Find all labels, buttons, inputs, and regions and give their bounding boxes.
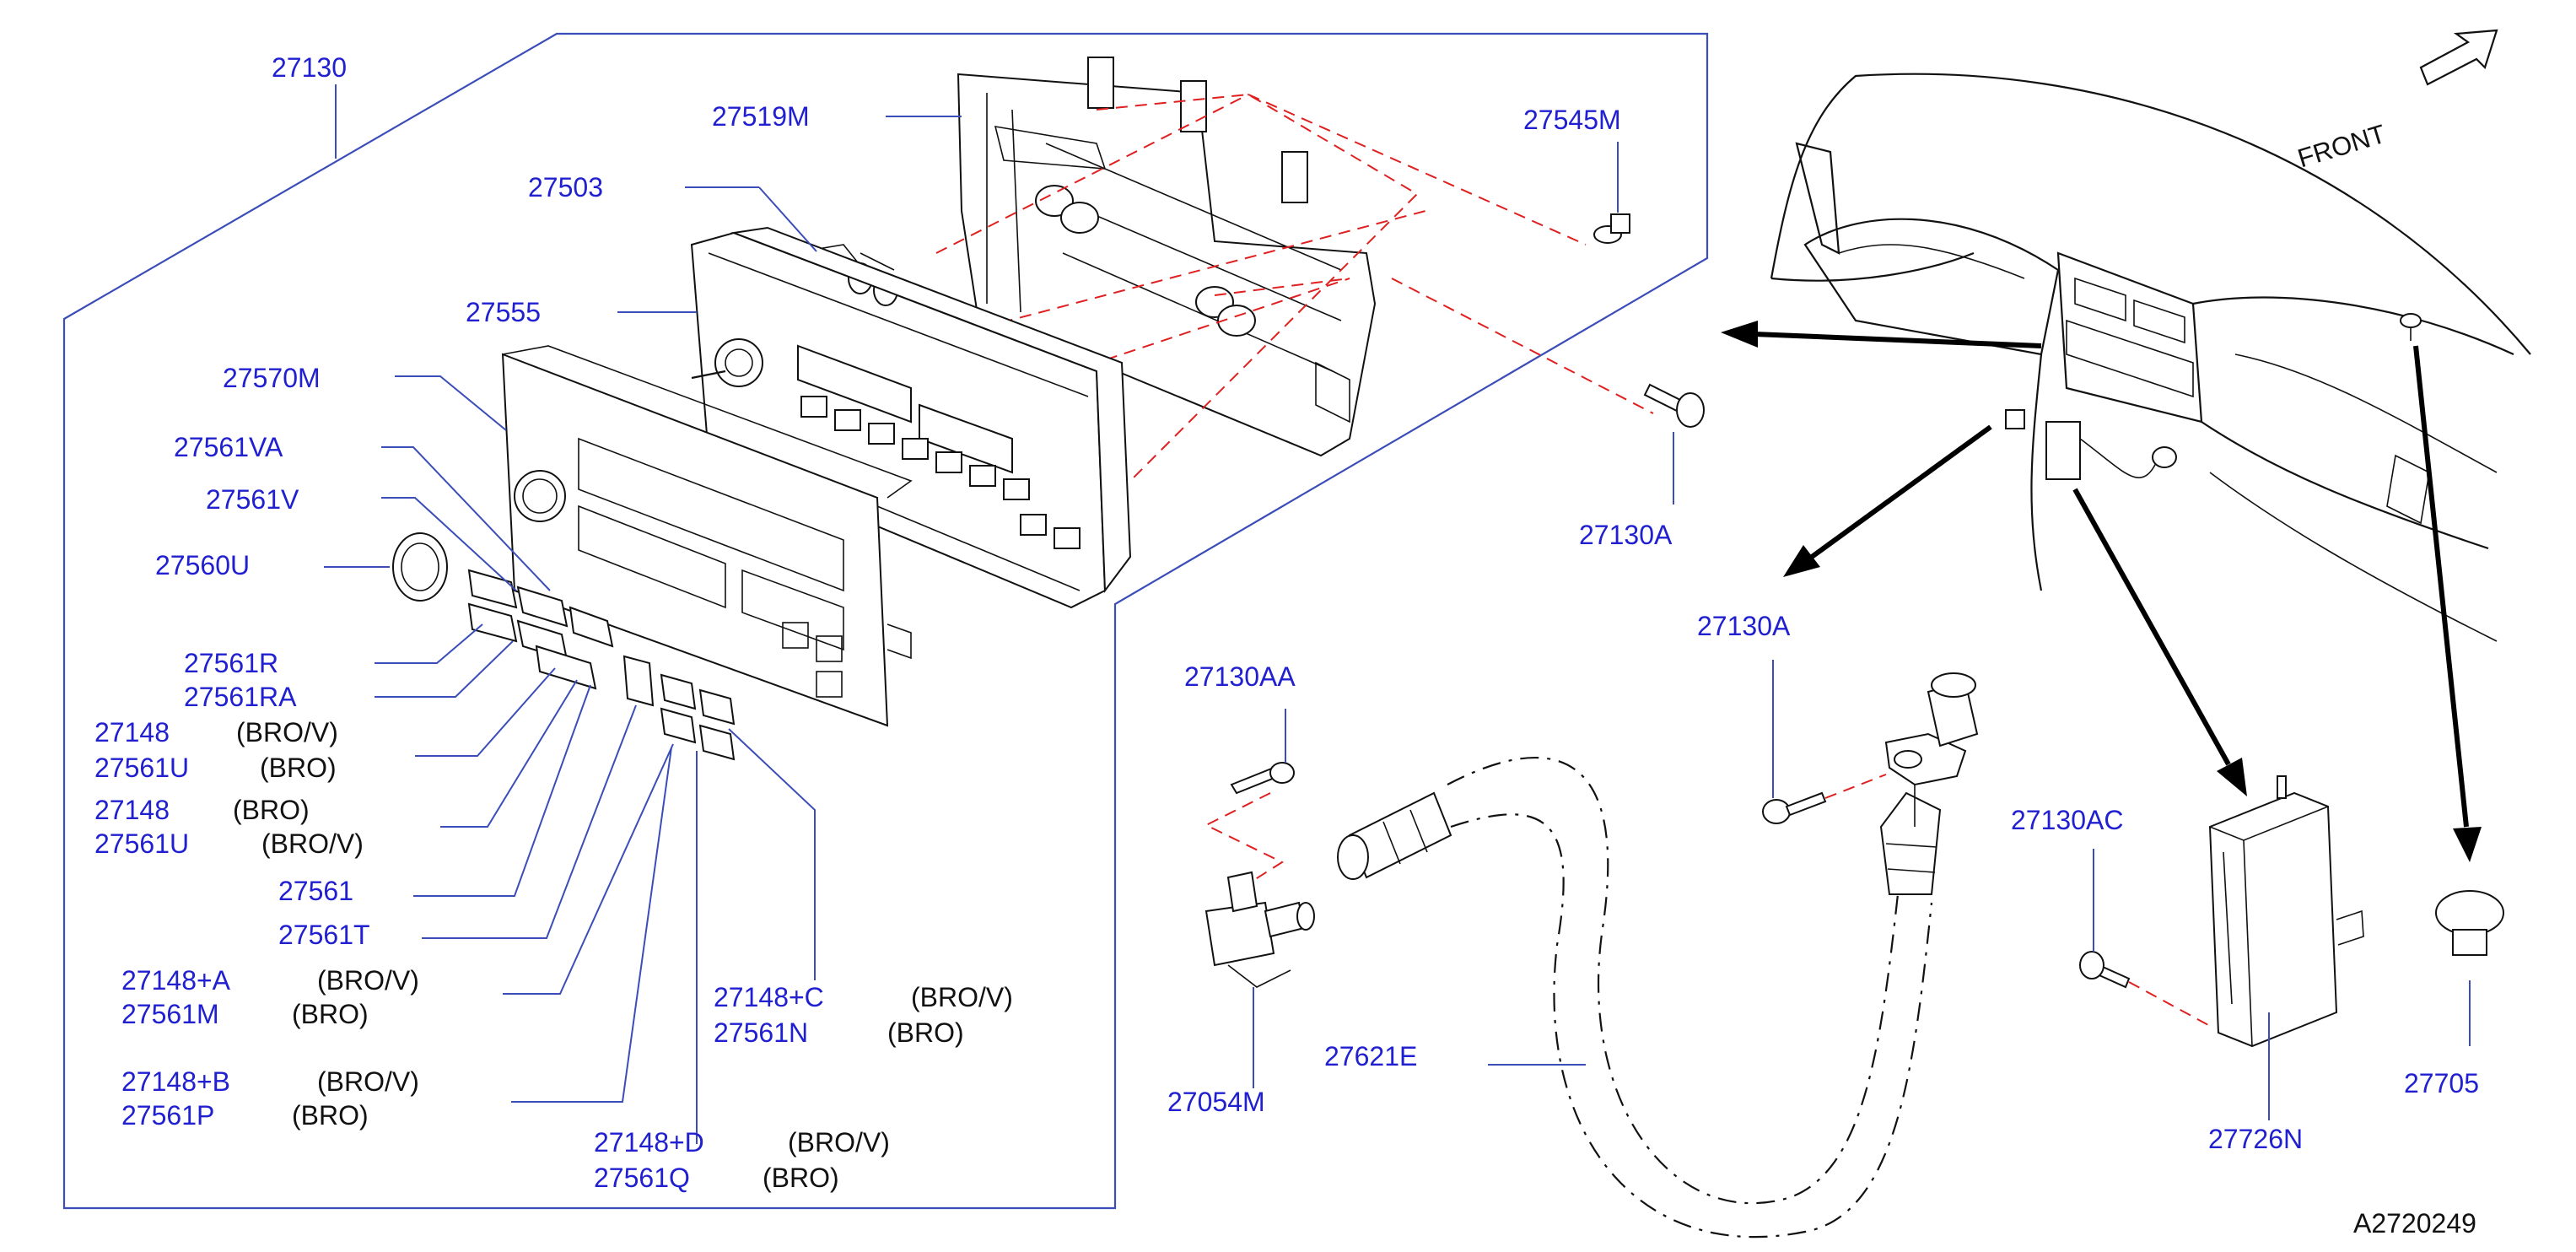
part-label-27561N[interactable]: 27561N [714,1019,808,1046]
control-unit-drawing [2079,775,2364,1048]
part-number: 27561N [714,1017,809,1048]
screw-27545M-drawing [1593,213,1630,244]
front-direction-arrow [2419,29,2498,86]
part-label-27570M[interactable]: 27570M [223,364,321,391]
part-number: 27148+D [594,1127,704,1158]
part-number: 27561U [94,753,190,783]
part-number: 27545M [1523,105,1621,135]
part-note: (BRO/V) [317,965,419,996]
part-label-27561VA[interactable]: 27561VA [174,434,283,461]
part-label-27054M[interactable]: 27054M [1167,1088,1265,1115]
part-number: 27570M [223,363,321,393]
part-label-27561M[interactable]: 27561M [121,1001,219,1028]
part-label-27148-bro[interactable]: 27148 [94,796,170,823]
part-number: 27054M [1167,1087,1265,1117]
part-number: 27705 [2404,1068,2479,1098]
part-note: (BRO) [887,1017,964,1048]
part-number: 27561P [121,1100,215,1131]
part-label-27561[interactable]: 27561 [278,877,353,904]
part-label-27621E[interactable]: 27621E [1324,1043,1417,1070]
part-number: 27130AC [2011,805,2124,835]
part-label-27726N[interactable]: 27726N [2208,1125,2303,1152]
part-note: (BRO) [292,999,369,1029]
part-note: (BRO/V) [317,1066,419,1097]
leader-27570M [395,375,507,431]
part-label-27561U-bro[interactable]: 27561U [94,754,189,781]
part-note: (BRO/V) [911,982,1013,1012]
part-number: 27561T [278,920,370,950]
part-number: 27561V [206,484,299,515]
part-note: (BRO) [233,795,310,825]
part-label-27560U[interactable]: 27560U [155,552,250,579]
part-label-27561V[interactable]: 27561V [206,486,299,513]
clip-27705-drawing [2435,890,2504,956]
part-label-27561R[interactable]: 27561R [184,650,278,677]
assembly-group-box [62,32,1709,1210]
part-number: 27561U [94,828,190,859]
part-label-27130[interactable]: 27130 [272,54,347,81]
part-note: (BRO) [260,753,337,783]
part-number: 27621E [1324,1041,1418,1071]
part-label-27148-b[interactable]: 27148+B [121,1068,230,1095]
part-label-27148-c[interactable]: 27148+C [714,984,824,1011]
part-number: 27130A [1579,520,1673,550]
location-arrows [1721,321,2482,862]
part-note: (BRO/V) [788,1127,890,1158]
part-number: 27726N [2208,1124,2304,1154]
part-number: 27561VA [174,432,283,462]
part-note: (BRO/V) [236,717,338,747]
control-panel-drawing [690,226,1132,609]
part-label-27561P[interactable]: 27561P [121,1102,214,1129]
part-label-27130A-mid[interactable]: 27130A [1697,613,1790,639]
part-label-27130AC[interactable]: 27130AC [2011,807,2123,834]
screw-27130A-top-drawing [1643,383,1705,428]
part-label-27545M[interactable]: 27545M [1523,106,1621,133]
aspirator-hose-drawing [1337,672,1979,1239]
part-label-27148-d[interactable]: 27148+D [594,1129,704,1156]
part-number: 27519M [712,101,810,132]
part-number: 27130AA [1184,661,1296,692]
diagram-reference-code: A2720249 [2353,1208,2476,1239]
knob-27560U-drawing [392,532,448,602]
part-label-27561U-bro-v[interactable]: 27561U [94,830,189,857]
part-label-27561RA[interactable]: 27561RA [184,683,296,710]
part-number: 27130A [1697,611,1791,641]
part-label-27130AA[interactable]: 27130AA [1184,663,1296,690]
part-number: 27148+A [121,965,231,996]
part-label-27561T[interactable]: 27561T [278,921,370,948]
button-leaders [375,446,816,1144]
part-number: 27561M [121,999,219,1029]
part-number: 27560U [155,550,251,580]
part-note: (BRO/V) [261,828,364,859]
screw-27130A-mid-drawing [1762,774,1887,824]
part-number: 27561RA [184,682,297,712]
part-number: 27148 [94,717,170,747]
part-label-27561Q[interactable]: 27561Q [594,1164,690,1191]
part-note: (BRO) [763,1163,839,1193]
part-number: 27555 [466,297,541,327]
part-number: 27148 [94,795,170,825]
vacuum-valve-drawing [1204,762,1315,988]
push-buttons-drawing [467,569,736,761]
part-label-27705[interactable]: 27705 [2404,1070,2479,1097]
part-label-27503[interactable]: 27503 [528,174,603,201]
part-number: 27561R [184,648,279,678]
part-label-27555[interactable]: 27555 [466,299,541,326]
part-label-27130A-top[interactable]: 27130A [1579,521,1672,548]
part-label-27519M[interactable]: 27519M [712,103,810,130]
part-number: 27148+C [714,982,824,1012]
part-number: 27561 [278,876,353,906]
part-number: 27148+B [121,1066,231,1097]
part-number: 27130 [272,52,347,83]
front-bezel-drawing [501,345,913,727]
part-number: 27503 [528,172,603,202]
part-label-27148-a[interactable]: 27148+A [121,967,230,994]
part-note: (BRO) [292,1100,369,1131]
dashboard-drawing [1770,73,2531,642]
part-label-27148-bro-v[interactable]: 27148 [94,719,170,746]
leader-27503-b [758,186,817,252]
part-number: 27561Q [594,1163,690,1193]
